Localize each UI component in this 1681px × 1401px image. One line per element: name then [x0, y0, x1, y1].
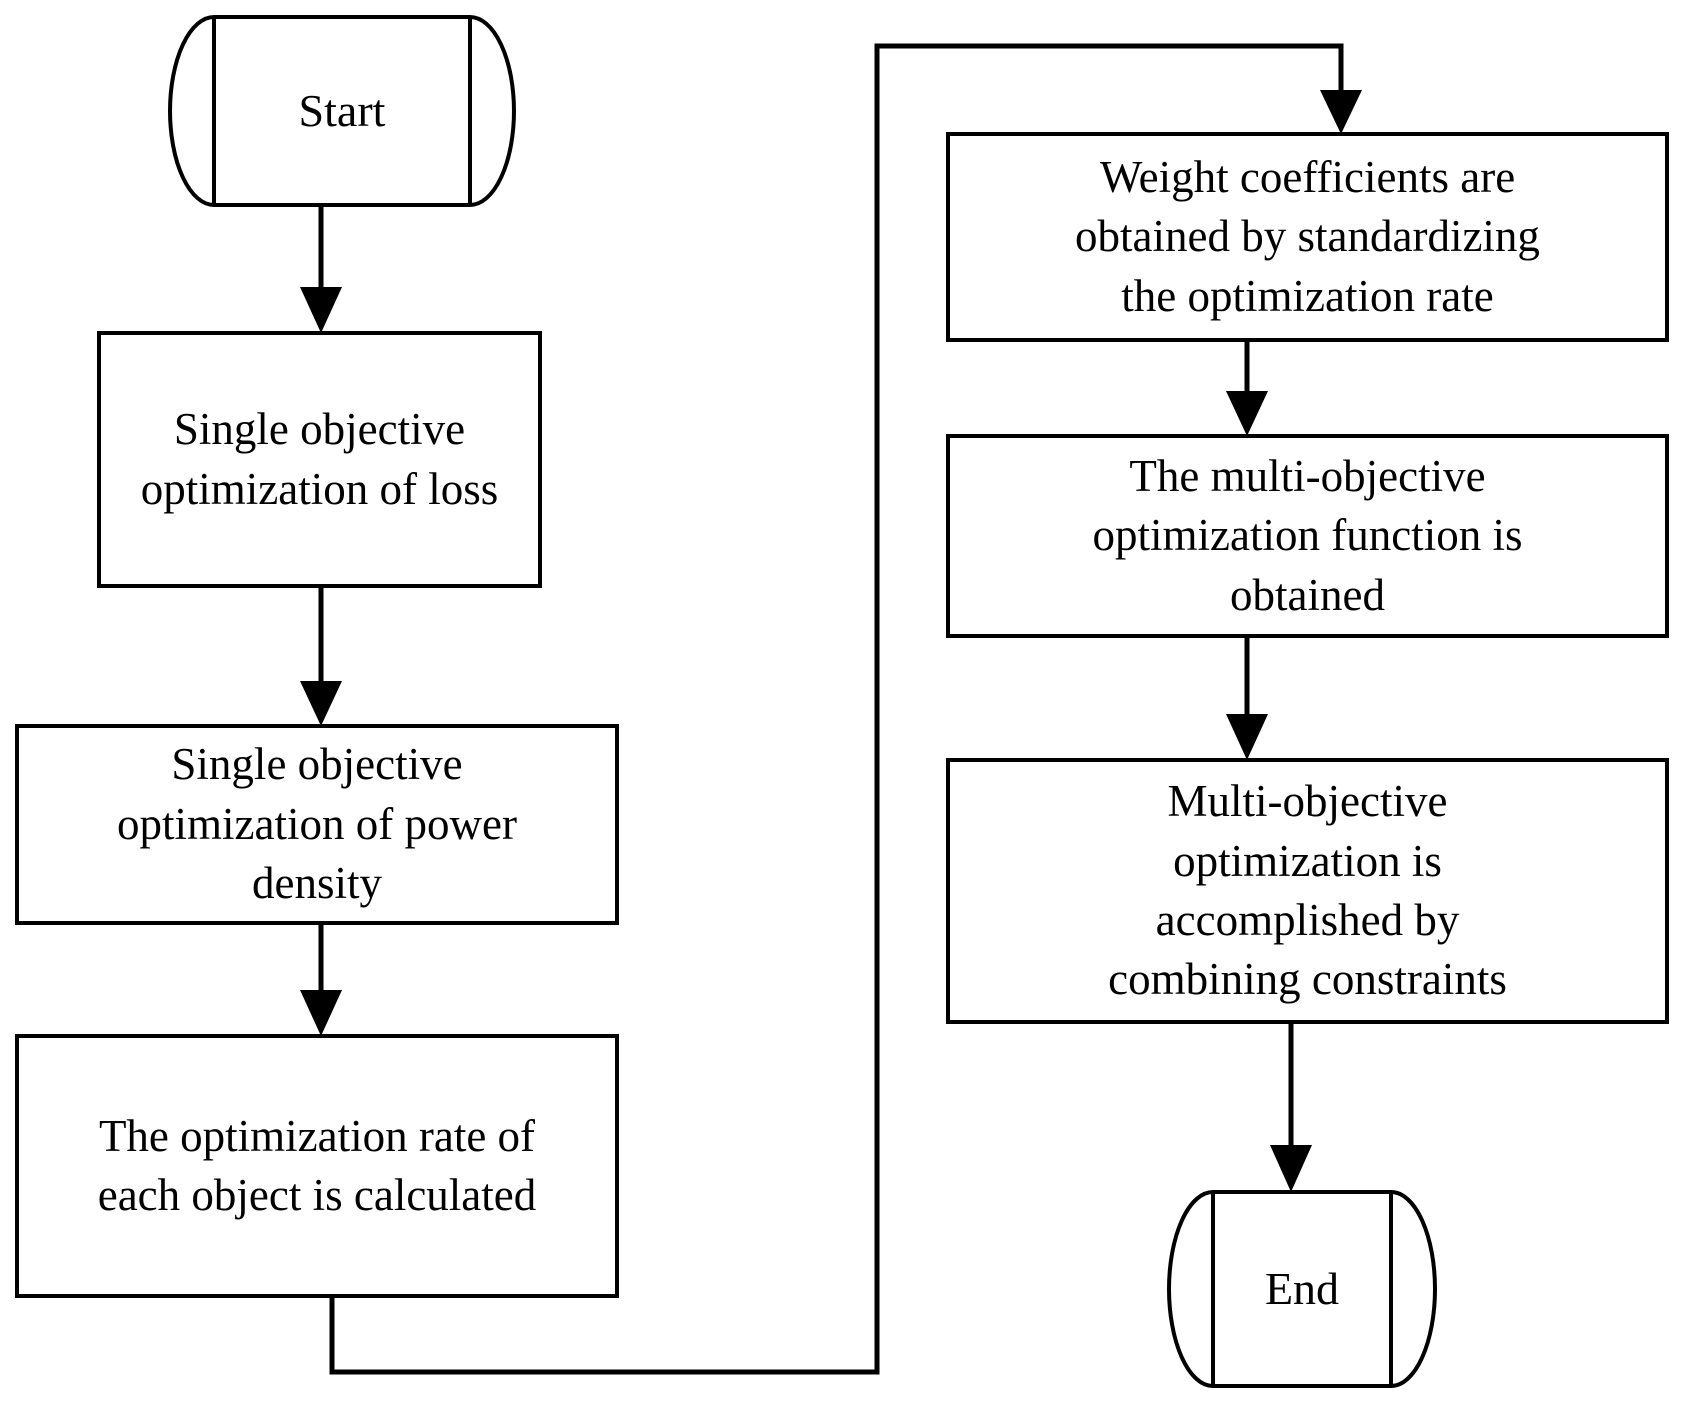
connector-start-to-single-loss — [300, 207, 342, 333]
connector-single-loss-to-single-power — [300, 586, 342, 726]
node-opt-rate-shape — [17, 1036, 617, 1296]
connector-opt-rate-to-weight-coeff — [329, 43, 1362, 1375]
node-multi-func-shape — [948, 436, 1667, 636]
node-start-shape — [170, 17, 514, 205]
node-single-power-shape — [17, 726, 617, 923]
connector-multi-func-to-accomplished — [1226, 636, 1268, 760]
node-multi-accomplished-shape — [948, 760, 1667, 1022]
end-terminator-outline — [1169, 1192, 1435, 1386]
connector-weight-coeff-to-multi-func — [1226, 340, 1268, 436]
node-end-shape — [1169, 1192, 1435, 1386]
node-single-loss-shape — [99, 333, 540, 586]
connector-single-power-to-opt-rate — [300, 923, 342, 1036]
node-weight-coeff-shape — [948, 134, 1667, 340]
start-terminator-outline — [170, 17, 514, 205]
connector-accomplished-to-end — [1270, 1022, 1312, 1192]
